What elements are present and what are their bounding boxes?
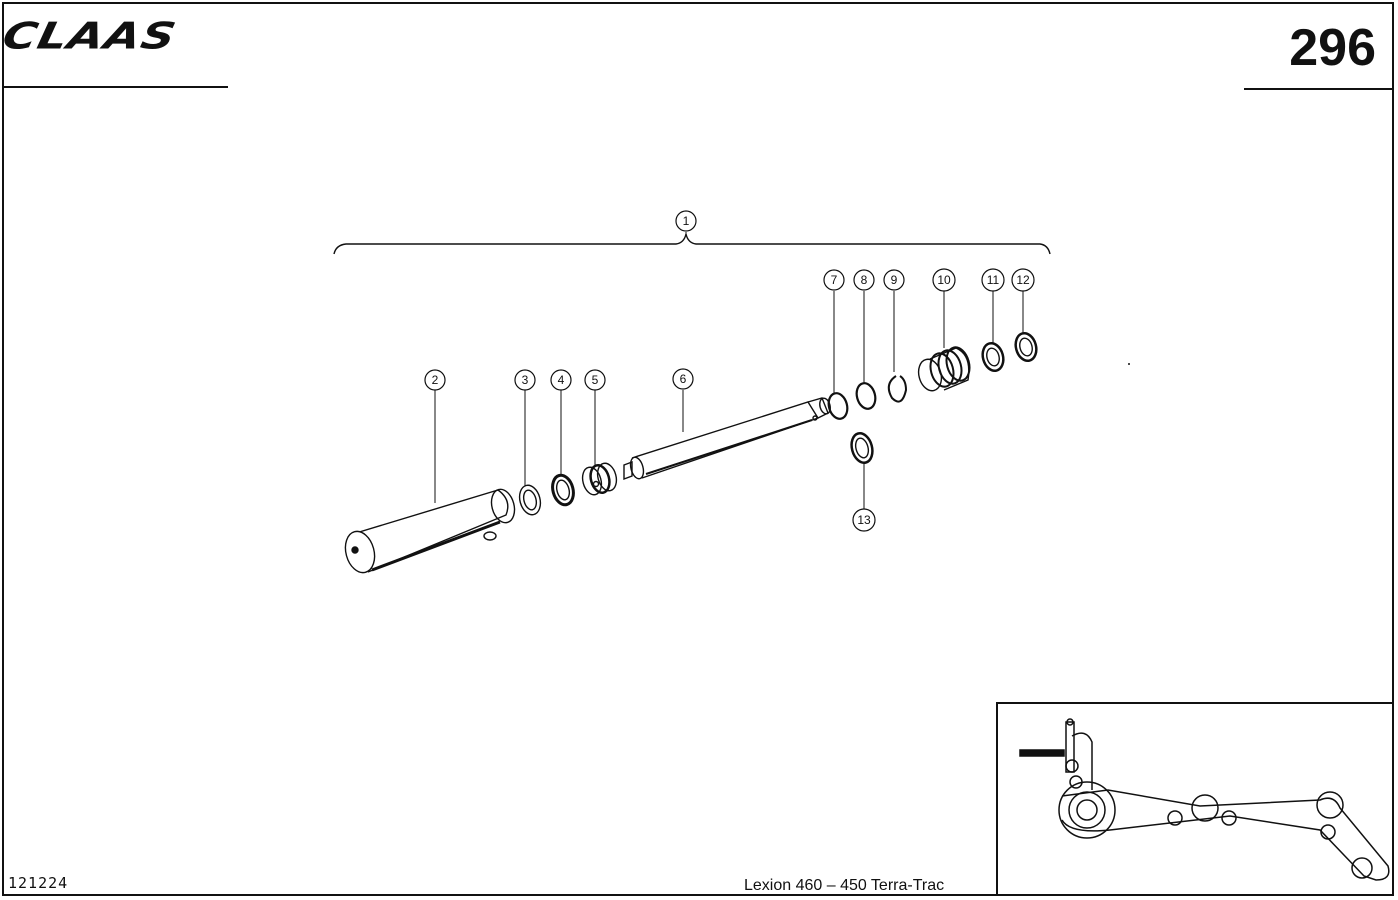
part-ring-3 xyxy=(518,484,542,516)
part-seal-11 xyxy=(981,341,1005,373)
part-seal-4 xyxy=(551,473,575,507)
callout-label-10: 10 xyxy=(937,273,951,287)
callout-13: 13 xyxy=(852,508,876,532)
callout-7: 7 xyxy=(823,269,845,291)
part-ring-13 xyxy=(850,432,874,464)
callout-3: 3 xyxy=(514,369,536,391)
part-o-ring-8 xyxy=(855,382,877,410)
callout-1: 1 xyxy=(675,210,697,232)
header-rule-right xyxy=(1244,88,1394,90)
callout-label-1: 1 xyxy=(683,214,690,228)
leader-lines xyxy=(434,232,1024,509)
part-piston-rod-6 xyxy=(623,397,831,481)
part-snap-ring-9 xyxy=(887,375,908,403)
callout-4: 4 xyxy=(550,369,572,391)
model-label: Lexion 460 – 450 Terra-Trac xyxy=(744,877,945,894)
header-rule-left xyxy=(4,86,228,88)
callout-label-8: 8 xyxy=(861,273,868,287)
callout-label-12: 12 xyxy=(1016,273,1030,287)
callout-label-9: 9 xyxy=(891,273,898,287)
callout-label-4: 4 xyxy=(558,373,565,387)
part-o-ring-7 xyxy=(827,392,849,420)
callout-label-11: 11 xyxy=(987,273,1000,287)
callout-10: 10 xyxy=(932,268,956,292)
callout-label-3: 3 xyxy=(522,373,529,387)
callout-9: 9 xyxy=(883,269,905,291)
callout-12: 12 xyxy=(1011,268,1035,292)
callout-label-6: 6 xyxy=(680,372,687,386)
callout-2: 2 xyxy=(424,369,446,391)
callout-5: 5 xyxy=(584,369,606,391)
callouts: 1 2 3 4 5 6 7 8 9 10 11 12 13 xyxy=(424,210,1035,532)
location-inset xyxy=(996,702,1394,896)
page-number: 296 xyxy=(1289,19,1376,77)
callout-label-7: 7 xyxy=(831,273,838,287)
callout-11: 11 xyxy=(981,268,1005,292)
part-gland-10 xyxy=(917,346,971,392)
callout-label-5: 5 xyxy=(592,373,599,387)
part-cylinder-tube xyxy=(344,488,516,574)
part-wiper-12 xyxy=(1014,331,1038,363)
callout-label-2: 2 xyxy=(432,373,439,387)
callout-label-13: 13 xyxy=(857,513,871,527)
location-inset-sketch xyxy=(1019,718,1390,881)
callout-6: 6 xyxy=(672,368,694,390)
document-number: 121224 xyxy=(8,874,69,892)
part-piston-5 xyxy=(581,462,618,496)
assembly-brace xyxy=(333,233,1051,255)
callout-8: 8 xyxy=(853,269,875,291)
